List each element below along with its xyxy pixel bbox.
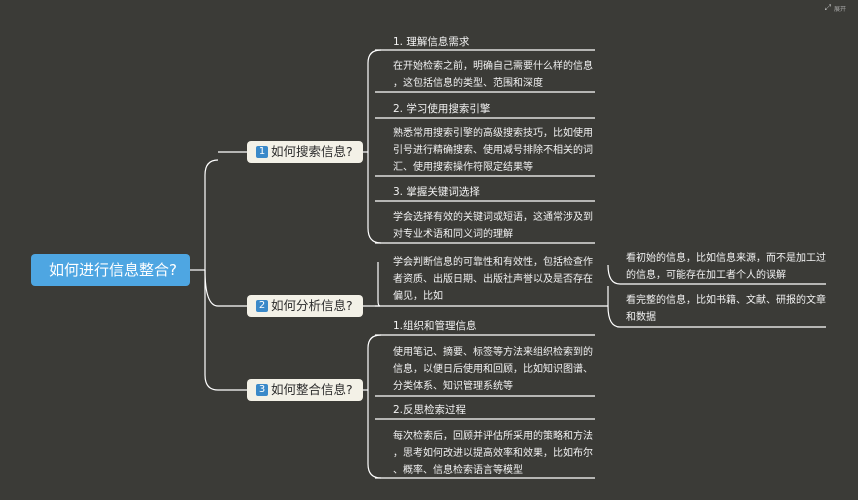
- desc-line: 者资质、出版日期、出版社声誉以及是否存在: [393, 274, 593, 285]
- branch-label: 如何搜索信息?: [271, 144, 353, 159]
- desc-line: 信息，以便日后使用和回顾，比如知识图谱、: [393, 364, 593, 375]
- desc-line: 在开始检索之前，明确自己需要什么样的信息: [393, 61, 593, 72]
- desc-line: 引号进行精确搜索、使用减号排除不相关的词: [393, 145, 593, 156]
- desc-line: 偏见，比如: [393, 291, 443, 302]
- topic-desc: 熟悉常用搜索引擎的高级搜索技巧，比如使用 引号进行精确搜索、使用减号排除不相关的…: [393, 125, 593, 176]
- desc-line: 看初始的信息，比如信息来源，而不是加工过: [626, 253, 826, 264]
- branch-analyze[interactable]: 2 如何分析信息?: [247, 295, 363, 317]
- desc-line: 每次检索后，回顾并评估所采用的策略和方法: [393, 431, 593, 442]
- desc-line: 对专业术语和同义词的理解: [393, 229, 513, 240]
- desc-line: 学会选择有效的关键词或短语，这通常涉及到: [393, 212, 593, 223]
- topic-title[interactable]: 2. 学习使用搜索引擎: [393, 103, 491, 115]
- desc-line: 汇、使用搜索操作符限定结果等: [393, 162, 533, 173]
- sub-topic[interactable]: 看完整的信息，比如书籍、文献、研报的文章 和数据: [626, 292, 826, 326]
- sub-topic[interactable]: 看初始的信息，比如信息来源，而不是加工过 的信息，可能存在加工者个人的误解: [626, 250, 826, 284]
- expand-label: 展开: [833, 5, 846, 13]
- topic-desc: 学会选择有效的关键词或短语，这通常涉及到 对专业术语和同义词的理解: [393, 209, 593, 243]
- number-3-icon: 3: [256, 384, 268, 396]
- desc-line: 、概率、信息检索语言等模型: [393, 465, 523, 476]
- branch-label: 如何分析信息?: [271, 298, 353, 313]
- desc-line: 分类体系、知识管理系统等: [393, 381, 513, 392]
- topic-title[interactable]: 1. 理解信息需求: [393, 36, 470, 48]
- topic-title[interactable]: 1.组织和管理信息: [393, 320, 477, 332]
- topic-desc: 在开始检索之前，明确自己需要什么样的信息 ，这包括信息的类型、范围和深度: [393, 58, 593, 92]
- number-2-icon: 2: [256, 300, 268, 312]
- topic-title[interactable]: 2.反思检索过程: [393, 404, 467, 416]
- topic-desc: 使用笔记、摘要、标签等方法来组织检索到的 信息，以便日后使用和回顾，比如知识图谱…: [393, 344, 593, 395]
- desc-line: ，思考如何改进以提高效率和效果，比如布尔: [393, 448, 593, 459]
- topic-title[interactable]: 3. 掌握关键词选择: [393, 186, 480, 198]
- topic-desc: 每次检索后，回顾并评估所采用的策略和方法 ，思考如何改进以提高效率和效果，比如布…: [393, 428, 593, 479]
- desc-line: 看完整的信息，比如书籍、文献、研报的文章: [626, 295, 826, 306]
- root-label: 如何进行信息整合?: [49, 261, 177, 279]
- branch-integrate[interactable]: 3 如何整合信息?: [247, 379, 363, 401]
- topbar-expand[interactable]: ⤢ 展开: [825, 3, 846, 13]
- branch-label: 如何整合信息?: [271, 382, 353, 397]
- desc-line: ，这包括信息的类型、范围和深度: [393, 78, 543, 89]
- expand-icon: ⤢: [824, 3, 831, 12]
- desc-line: 和数据: [626, 312, 656, 323]
- desc-line: 学会判断信息的可靠性和有效性，包括检查作: [393, 257, 593, 268]
- number-1-icon: 1: [256, 146, 268, 158]
- branch-search[interactable]: 1 如何搜索信息?: [247, 141, 363, 163]
- topic-desc[interactable]: 学会判断信息的可靠性和有效性，包括检查作 者资质、出版日期、出版社声誉以及是否存…: [393, 254, 593, 305]
- desc-line: 的信息，可能存在加工者个人的误解: [626, 270, 786, 281]
- desc-line: 使用笔记、摘要、标签等方法来组织检索到的: [393, 347, 593, 358]
- desc-line: 熟悉常用搜索引擎的高级搜索技巧，比如使用: [393, 128, 593, 139]
- root-node[interactable]: 如何进行信息整合?: [31, 254, 190, 286]
